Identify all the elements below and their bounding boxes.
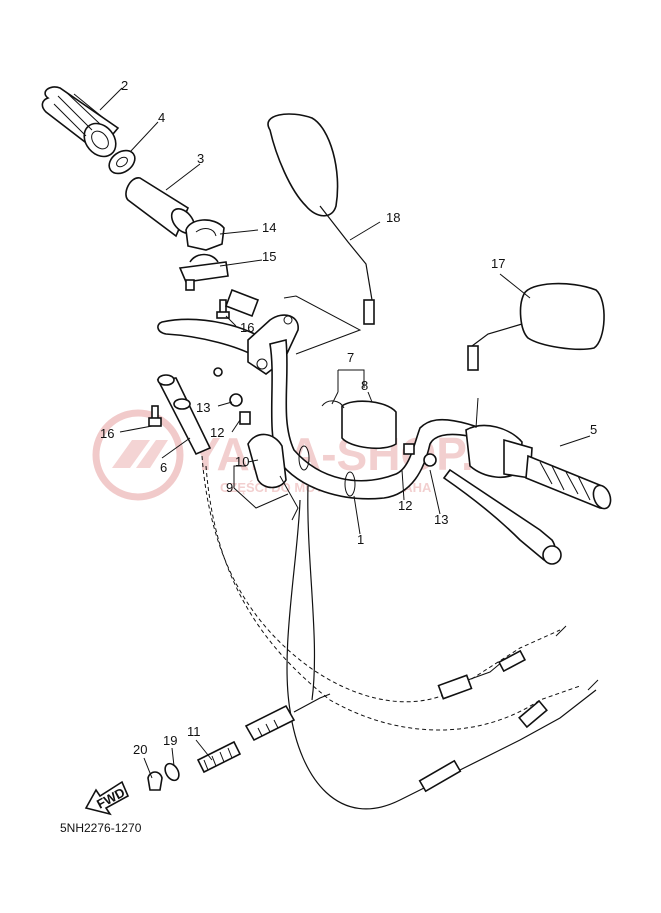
callout-16-upper: 16 xyxy=(240,320,254,335)
callout-4: 4 xyxy=(158,110,165,125)
callout-9: 9 xyxy=(226,480,233,495)
mirror-right xyxy=(467,282,605,371)
callout-18: 18 xyxy=(386,210,400,225)
leader-lines xyxy=(99,87,591,779)
washer xyxy=(108,149,136,175)
callout-3: 3 xyxy=(197,151,204,166)
right-lever xyxy=(442,468,562,565)
hot-starter-lever xyxy=(247,433,299,521)
callout-7: 7 xyxy=(347,350,354,365)
mirror-left xyxy=(267,113,375,325)
left-switch xyxy=(156,374,212,456)
right-grip xyxy=(525,454,612,510)
throttle-grip xyxy=(41,86,120,158)
callout-17: 17 xyxy=(491,256,505,271)
callout-13-right: 13 xyxy=(434,512,448,527)
screw-upper xyxy=(216,299,230,319)
fwd-label: FWD xyxy=(94,785,127,812)
callout-5: 5 xyxy=(590,422,597,437)
diagram-code: 5NH2276-1270 xyxy=(60,821,142,835)
callout-16-left: 16 xyxy=(100,426,114,441)
throttle-housing-upper xyxy=(185,219,225,251)
callout-11: 11 xyxy=(187,724,201,739)
screw-left xyxy=(148,405,162,427)
callout-20: 20 xyxy=(133,742,147,757)
throttle-housing-lower xyxy=(178,253,229,291)
cable-adjuster-assembly xyxy=(147,693,331,791)
callout-15: 15 xyxy=(262,249,276,264)
adjuster-nut-right xyxy=(403,443,437,467)
callout-8: 8 xyxy=(361,378,368,393)
callout-12-right: 12 xyxy=(398,498,412,513)
callout-13-left: 13 xyxy=(196,400,210,415)
callout-2: 2 xyxy=(121,78,128,93)
fwd-arrow: FWD xyxy=(84,780,130,816)
adjuster-nut-left xyxy=(213,367,251,425)
callout-6: 6 xyxy=(160,460,167,475)
callout-labels: 2 4 3 14 15 16 16 6 13 12 10 9 7 8 12 13… xyxy=(100,78,597,757)
cables xyxy=(201,455,599,810)
callout-1: 1 xyxy=(357,532,364,547)
callout-12-left: 12 xyxy=(210,425,224,440)
callout-19: 19 xyxy=(163,733,177,748)
callout-14: 14 xyxy=(262,220,276,235)
callout-10: 10 xyxy=(235,454,249,469)
